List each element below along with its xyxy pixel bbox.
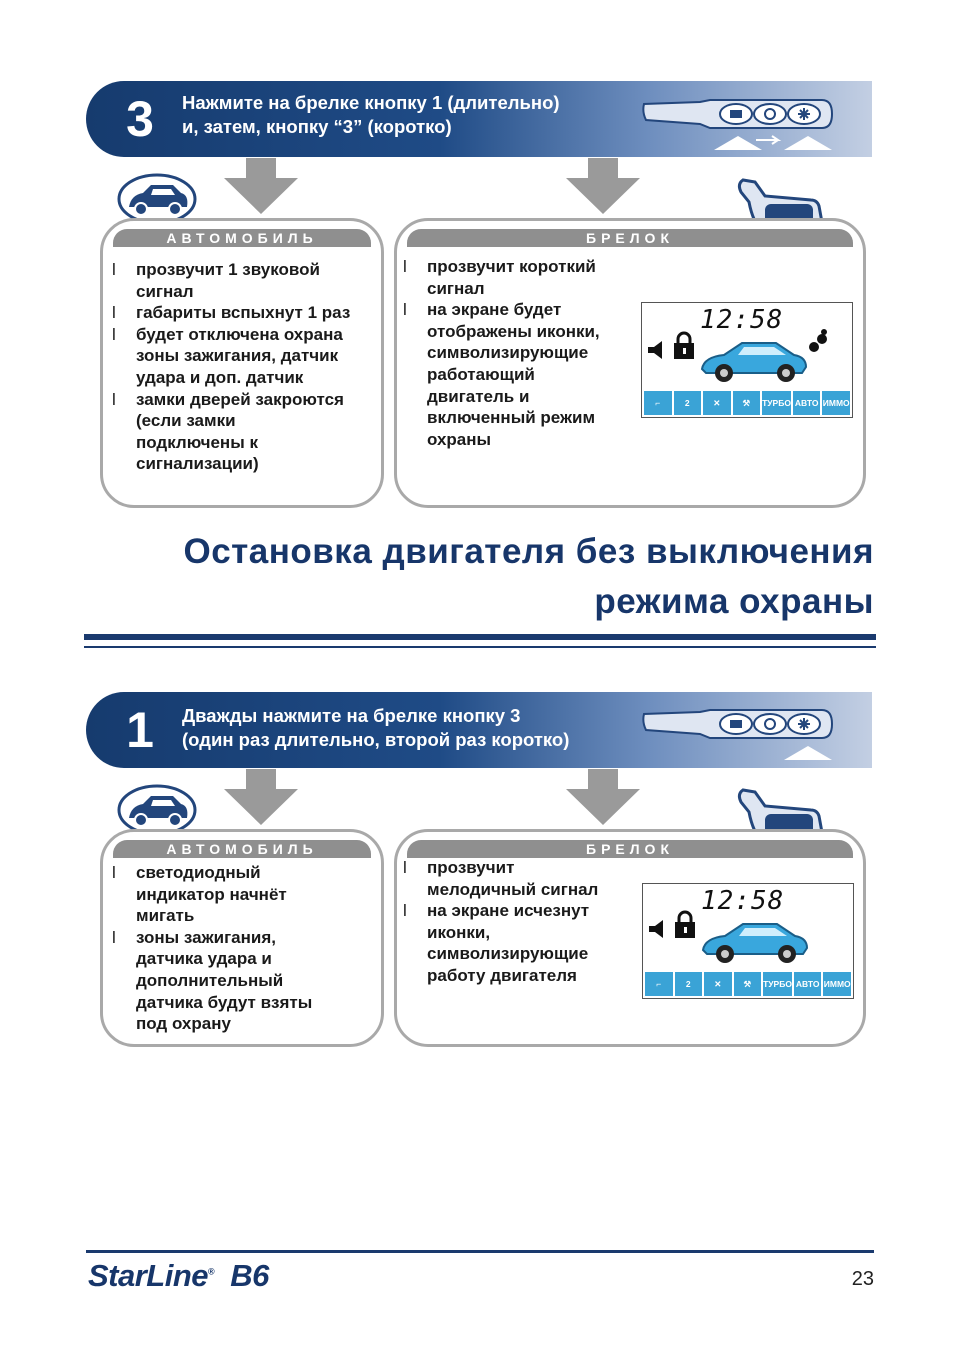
car-result-box: АВТОМОБИЛЬ [100,829,384,1047]
down-arrow-icon [566,769,640,825]
sensor-icon: 2 [673,391,702,415]
wrench-icon: ⚒ [732,391,761,415]
divider [84,646,876,648]
down-arrow-icon [224,158,298,214]
step-instruction: Нажмите на брелке кнопку 1 (длительно) и… [182,92,560,137]
lcd-status-bar: ⌐ 2 ✕ ⚒ ТУРБО АВТО ИММО [645,972,851,996]
exhaust-smoke-icon [809,329,827,352]
siren-icon [648,341,662,359]
car-icon [700,342,808,382]
gun-icon: ⌐ [645,972,673,996]
lcd-clock: 12:58 [700,305,784,335]
lock-icon [675,910,695,938]
immo-indicator: ИММО [822,391,850,415]
lcd-screen: 12:58 ⌐ 2 ✕ ⚒ ТУРБО АВТО ИММО [642,883,854,999]
box-header: БРЕЛОК [407,229,853,247]
step-number: 3 [126,91,154,147]
gun-icon: ⌐ [644,391,672,415]
keyfob-buttons-icon [642,709,834,760]
divider [84,634,876,640]
siren-icon [649,920,663,938]
box-header: АВТОМОБИЛЬ [113,840,371,858]
wrench-icon: ⚒ [733,972,762,996]
down-arrow-icon [224,769,298,825]
box-header: АВТОМОБИЛЬ [113,229,371,247]
page-number: 23 [851,1268,874,1290]
car-icon [701,923,809,963]
box-header: БРЕЛОК [407,840,853,858]
sensor-icon: 2 [674,972,703,996]
auto-indicator: АВТО [793,972,822,996]
step-instruction: Дважды нажмите на брелке кнопку 3 (один … [182,705,570,750]
car-icon [117,173,197,225]
fan-icon: ✕ [704,972,732,996]
immo-indicator: ИММО [823,972,851,996]
car-result-box: АВТОМОБИЛЬ [100,218,384,508]
lcd-status-bar: ⌐ 2 ✕ ⚒ ТУРБО АВТО ИММО [644,391,850,415]
step-number: 1 [126,702,154,758]
turbo-indicator: ТУРБО [763,972,792,996]
brand-logo: StarLine® B6 [88,1258,269,1293]
lock-icon [674,331,694,359]
lcd-screen: 12:58 ⌐ 2 ✕ ⚒ ТУРБО АВТО ИММО [641,302,853,418]
keyfob-buttons-icon [642,99,834,150]
footer-divider [86,1250,874,1253]
lcd-clock: 12:58 [701,886,785,916]
auto-indicator: АВТО [792,391,821,415]
section-title: Остановка двигателя без выключения режим… [183,532,874,621]
turbo-indicator: ТУРБО [762,391,791,415]
down-arrow-icon [566,158,640,214]
fan-icon: ✕ [703,391,731,415]
